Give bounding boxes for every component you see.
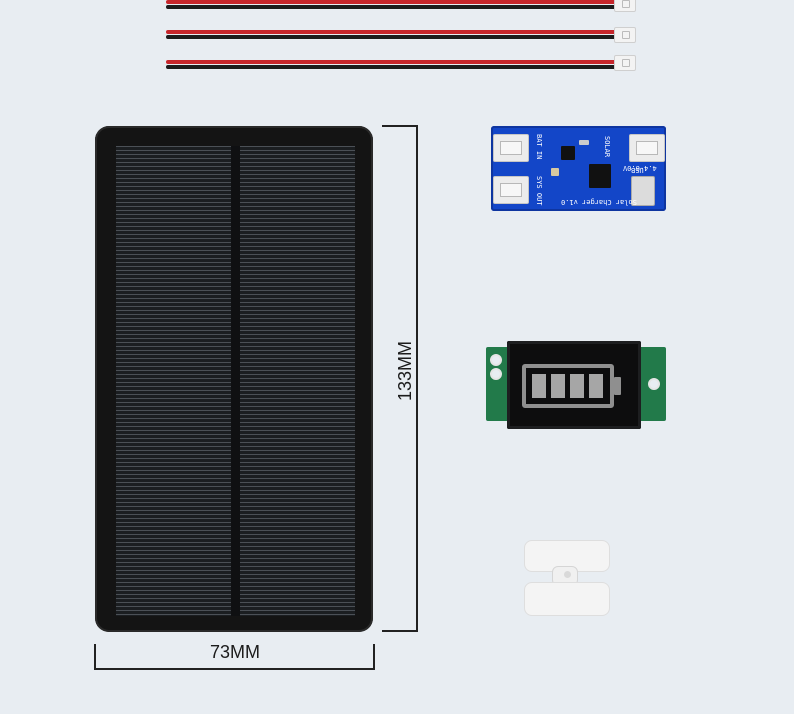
- dimension-tick: [94, 644, 96, 670]
- width-label: 73MM: [209, 642, 260, 662]
- smd-component: [579, 140, 589, 145]
- battery-level-bar: [532, 374, 546, 398]
- mounting-hole: [490, 368, 502, 380]
- cable-bottom: [166, 60, 616, 70]
- panel-divider: [231, 146, 240, 616]
- height-dimension-line: [416, 126, 418, 632]
- battery-level-bar: [570, 374, 584, 398]
- battery-tip: [614, 377, 621, 395]
- dimension-tick: [382, 630, 418, 632]
- smd-component: [551, 168, 559, 176]
- solar-cell-right: [240, 146, 355, 616]
- solar-cell-left: [116, 146, 231, 616]
- connector-plug: [614, 27, 636, 43]
- battery-level-bar: [551, 374, 565, 398]
- cable-middle: [166, 30, 616, 40]
- height-label: 133MM: [395, 340, 415, 402]
- pcb-label-voltage: 4.4-6.0V: [623, 164, 657, 172]
- connector-bat-in: [493, 134, 529, 162]
- battery-level-bar: [589, 374, 603, 398]
- cable-top: [166, 0, 616, 10]
- pcb-label-bat-in: BAT IN: [535, 134, 543, 160]
- solar-charger-board: BAT IN SOLAR SYS OUT USB 4.4-6.0V Solar …: [491, 126, 666, 211]
- mounting-hole: [490, 354, 502, 366]
- solar-panel: [95, 126, 373, 632]
- clip-hole: [564, 571, 571, 578]
- battery-icon: [522, 364, 614, 408]
- dimension-tick: [373, 644, 375, 670]
- pcb-label-solar: SOLAR: [603, 136, 611, 158]
- connector-solar: [629, 134, 665, 162]
- mounting-hole: [648, 378, 660, 390]
- mounting-clip-bottom: [524, 582, 610, 616]
- usb-port: [631, 176, 655, 206]
- dimension-tick: [382, 125, 418, 127]
- mosfet-chip: [589, 164, 611, 188]
- pcb-label-sys-out: SYS OUT: [535, 176, 543, 206]
- pcb-label-title: Solar Charger v1.0: [561, 198, 637, 206]
- width-dimension-line: [95, 668, 375, 670]
- connector-sys-out: [493, 176, 529, 204]
- connector-plug: [614, 0, 636, 12]
- connector-plug: [614, 55, 636, 71]
- ic-chip: [561, 146, 575, 160]
